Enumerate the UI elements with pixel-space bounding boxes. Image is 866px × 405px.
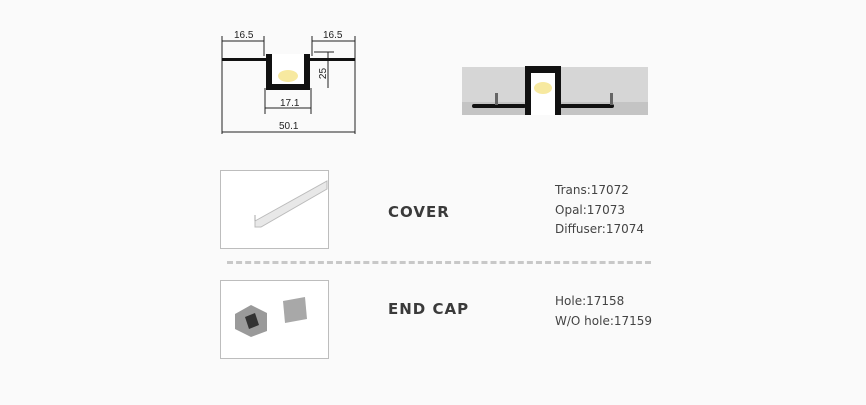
end-cap-code-hole: Hole:17158 (555, 294, 625, 308)
cover-code-opal: Opal:17073 (555, 202, 625, 217)
cover-code-trans: Trans:17072 (555, 183, 629, 197)
cover-codes: Trans:17072 Opal:17073 Diffuser:17074 (555, 181, 644, 240)
profile-dimension-drawing (221, 36, 356, 134)
dim-inner: 17.1 (280, 98, 300, 109)
end-cap-code-no-hole: W/O hole:17159 (555, 313, 653, 328)
section-divider (227, 261, 651, 264)
end-cap-image (220, 280, 329, 359)
dim-height: 25 (318, 67, 330, 80)
dim-right: 16.5 (323, 30, 343, 41)
dim-left: 16.5 (234, 30, 254, 41)
end-cap-illustration (235, 297, 307, 337)
cover-label: COVER (388, 203, 450, 221)
end-cap-label: END CAP (388, 300, 470, 318)
cover-profile-illustration (254, 180, 328, 228)
cover-code-diffuser: Diffuser:17074 (555, 222, 645, 236)
dim-total: 50.1 (279, 121, 299, 132)
end-cap-codes: Hole:17158 W/O hole:17159 (555, 292, 652, 331)
cover-image (220, 170, 329, 249)
installation-cross-section (462, 66, 648, 115)
